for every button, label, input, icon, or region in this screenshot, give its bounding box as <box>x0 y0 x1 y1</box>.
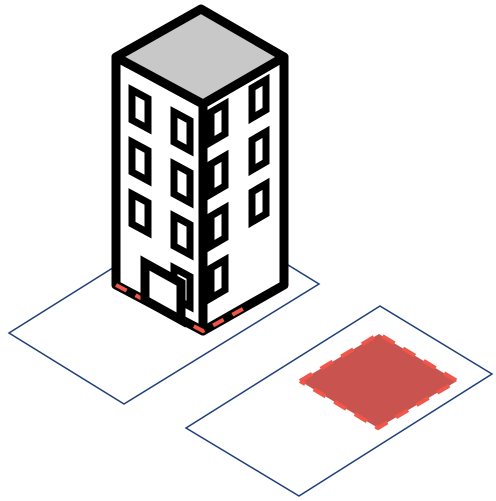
window <box>207 253 229 305</box>
window <box>207 201 229 253</box>
right-footprint <box>298 331 461 431</box>
window <box>248 125 270 177</box>
window <box>207 149 229 201</box>
window <box>170 210 194 261</box>
left-face-windows <box>128 84 194 313</box>
window <box>170 106 194 157</box>
building-roof <box>111 4 289 109</box>
right-plot-outline <box>184 305 494 497</box>
window <box>248 177 270 229</box>
window <box>128 188 152 239</box>
window <box>128 136 152 187</box>
window <box>128 84 152 135</box>
building-door <box>140 255 186 328</box>
window <box>248 73 270 125</box>
footprint-fill <box>300 334 457 428</box>
right-face-windows <box>207 73 270 305</box>
window <box>170 158 194 209</box>
building <box>111 4 289 336</box>
window <box>207 97 229 149</box>
footprint-dashed-edge <box>298 331 461 431</box>
